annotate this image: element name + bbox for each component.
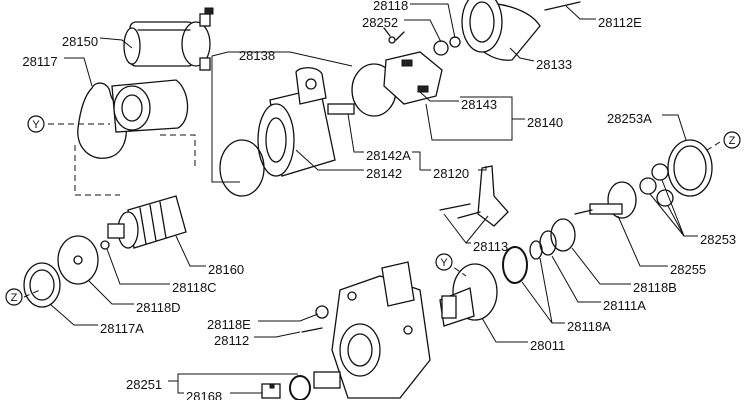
marker-y-mid: Y [435,253,453,271]
marker-letter: Y [440,257,448,269]
washer-small-part [529,240,543,260]
o-ring-28118a-part [502,246,528,284]
marker-letter: Z [11,292,18,304]
bushing-part [313,371,341,389]
part-label-28111a: 28111A [603,298,646,313]
part-label-28118b: 28118B [633,280,677,295]
planet-shaft-part [574,181,637,219]
part-label-28143: 28143 [461,97,497,112]
assembly-dash-lines-left [48,123,196,196]
part-label-28118e: 28118E [207,317,251,332]
part-label-28142a: 28142A [366,148,411,163]
part-label-28011: 28011 [530,338,565,353]
marker-letter: Z [729,135,736,147]
gasket-28117a-inner [29,269,55,301]
planetary-gears-part [639,163,674,207]
yoke-part [257,67,355,177]
part-label-28253a: 28253A [607,111,652,126]
pinion-gear-part [261,383,281,399]
marker-circle [5,288,23,306]
part-label-28118c: 28118C [172,280,217,295]
internal-gear-part [667,139,713,197]
part-label-28138: 28138 [239,48,275,63]
marker-z-left: Z [5,288,23,306]
part-label-28117a: 28117A [100,321,144,336]
part-label-28120: 28120 [433,166,469,181]
stopper-washer-part [57,235,99,285]
end-cover-part [461,0,541,61]
marker-letter: Y [32,119,40,131]
solenoid-part [123,7,214,71]
marker-z-top: Z [723,131,741,149]
part-label-28253: 28253 [700,232,736,247]
drive-lever-part [439,165,509,227]
seal-ring-part [289,375,311,400]
drive-housing-part [331,261,431,399]
output-shaft-part [439,263,498,327]
marker-circle [723,131,741,149]
part-label-28142: 28142 [366,166,402,181]
part-label-28150: 28150 [62,34,98,49]
marker-y-left: Y [27,115,45,133]
part-label-28118: 28118 [373,0,408,13]
marker-circle [27,115,45,133]
stopper-washer-hole [73,255,83,265]
part-label-28168: 28168 [186,389,222,400]
through-bolt-part [544,1,581,11]
part-label-28118a: 28118A [567,319,611,334]
o-ring-left-part [219,139,265,197]
bolt-28112-part [301,305,329,333]
washer-28118b-part [550,218,576,252]
part-label-28133: 28133 [536,57,572,72]
part-label-28251: 28251 [126,377,162,392]
marker-circle [435,253,453,271]
part-label-28118d: 28118D [136,300,181,315]
washer-28252-part [433,40,449,56]
part-label-28252: 28252 [362,15,398,30]
part-label-28112: 28112 [214,333,249,348]
part-label-28112e: 28112E [598,15,642,30]
starter-clutch-part [107,195,187,249]
part-number-labels: 28150 28117 28138 28118 28252 28112E 28133 2814… [22,0,736,400]
washer-28118-part [449,36,461,48]
part-label-28113: 28113 [473,239,508,254]
leader-lines [23,3,721,394]
part-label-28117: 28117 [22,54,57,69]
reference-markers: Y Z Y Z [5,115,741,306]
lever-housing-part [111,79,189,133]
stop-ring-part [100,240,110,250]
part-label-28140: 28140 [527,115,563,130]
part-label-28255: 28255 [670,262,706,277]
part-label-28160: 28160 [208,262,244,277]
gasket-28117a-part [23,262,61,308]
brush-holder-part [383,27,443,105]
